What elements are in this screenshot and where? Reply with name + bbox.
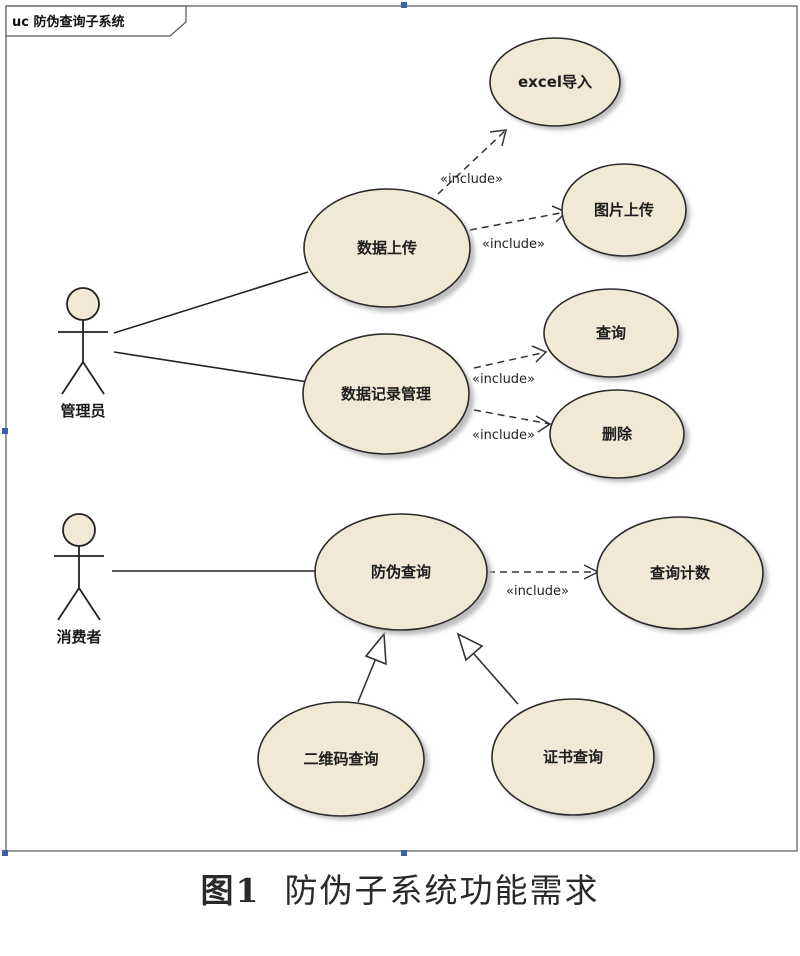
generalization-cert-query: [456, 632, 519, 705]
include-manage-delete: «include»: [472, 409, 552, 443]
include-upload-image: «include»: [469, 205, 568, 252]
use-case-qr-query[interactable]: 二维码查询: [257, 701, 429, 820]
generalization-qr-query: [357, 631, 387, 703]
actor-consumer[interactable]: 消费者: [54, 513, 104, 646]
use-case-label: 删除: [602, 425, 633, 443]
association-admin-manage: [113, 351, 309, 383]
include-label: «include»: [472, 372, 535, 387]
include-label: «include»: [506, 584, 569, 599]
use-case-anti-fake-query[interactable]: 防伪查询: [314, 513, 492, 635]
use-case-excel-import[interactable]: excel导入: [489, 37, 624, 130]
frame-title-tab: [5, 5, 187, 37]
use-case-label: 二维码查询: [303, 750, 378, 768]
caption-text: 防伪子系统功能需求: [284, 871, 600, 910]
actor-label: 消费者: [56, 628, 101, 646]
actor-label: 管理员: [60, 402, 105, 420]
actor-admin[interactable]: 管理员: [58, 287, 108, 420]
use-case-query[interactable]: 查询: [543, 288, 682, 381]
use-case-label: 查询: [596, 324, 626, 342]
use-case-label: 防伪查询: [371, 563, 431, 581]
use-case-query-count[interactable]: 查询计数: [596, 516, 768, 633]
frame-title: uc 防伪查询子系统: [12, 14, 125, 30]
resize-handle[interactable]: [2, 850, 8, 856]
include-label: «include»: [440, 172, 503, 187]
use-case-data-upload[interactable]: 数据上传: [303, 188, 475, 312]
resize-handle[interactable]: [2, 428, 8, 434]
include-upload-excel: «include»: [437, 129, 507, 195]
use-case-label: 证书查询: [543, 748, 603, 766]
use-case-cert-query[interactable]: 证书查询: [491, 698, 659, 819]
use-case-image-upload[interactable]: 图片上传: [561, 163, 690, 260]
figure-caption: 图1 防伪子系统功能需求: [0, 864, 800, 912]
use-case-label: 图片上传: [594, 201, 654, 219]
include-label: «include»: [472, 428, 535, 443]
use-case-label: 数据记录管理: [341, 385, 431, 403]
resize-handle[interactable]: [401, 2, 407, 8]
association-admin-upload: [113, 271, 309, 334]
use-case-label: 查询计数: [650, 564, 711, 582]
caption-label: 图1: [200, 871, 261, 910]
include-label: «include»: [482, 237, 545, 252]
use-case-label: excel导入: [518, 73, 592, 91]
use-case-label: 数据上传: [357, 239, 417, 257]
use-case-diagram: uc 防伪查询子系统 «include» «include» «include»…: [2, 2, 798, 856]
include-manage-query: «include»: [472, 345, 548, 387]
use-case-record-manage[interactable]: 数据记录管理: [302, 333, 474, 459]
use-case-delete[interactable]: 删除: [549, 389, 689, 482]
include-query-count: «include»: [488, 564, 600, 599]
resize-handle[interactable]: [401, 850, 407, 856]
